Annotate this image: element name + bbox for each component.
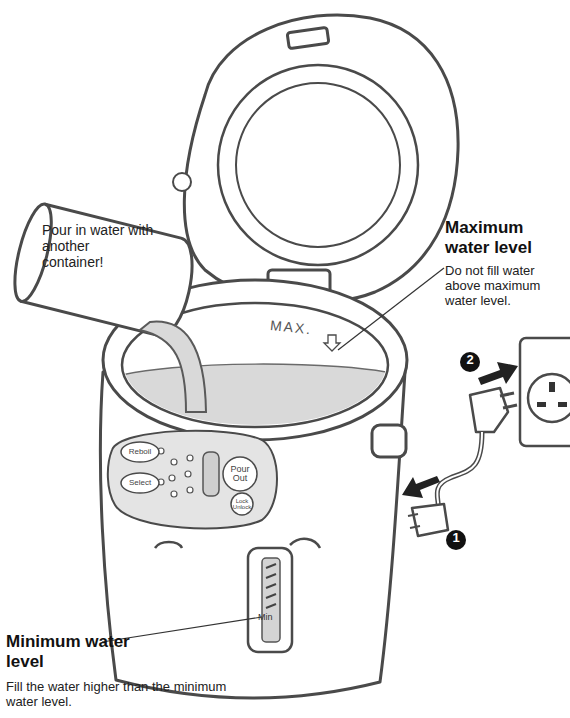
appliance-connector bbox=[412, 504, 448, 536]
callout-circle bbox=[446, 530, 466, 550]
wall-outlet bbox=[520, 338, 570, 446]
button-label: Select bbox=[120, 472, 160, 494]
max-arrow bbox=[324, 335, 340, 351]
lid-knob bbox=[173, 173, 191, 191]
callout-number: 2 bbox=[460, 353, 480, 368]
annotation-text: Maximum water level bbox=[445, 218, 570, 257]
control-button: Select bbox=[120, 472, 160, 494]
callout-number: 1 bbox=[446, 531, 466, 546]
plug-in-arrow bbox=[478, 362, 518, 385]
lid-plate bbox=[218, 65, 418, 265]
button-shape bbox=[121, 473, 159, 493]
control-button: Reboil bbox=[120, 441, 160, 463]
button-label: Reboil bbox=[120, 441, 160, 463]
annotation-text: Minimum water level bbox=[6, 632, 136, 671]
gauge-scale bbox=[262, 558, 280, 642]
annotation-text: Min bbox=[258, 612, 288, 622]
lid bbox=[184, 15, 458, 303]
connector-pins bbox=[408, 514, 420, 528]
plug-pins bbox=[500, 393, 517, 408]
water-stream bbox=[140, 322, 206, 412]
gauge-ticks bbox=[266, 564, 276, 608]
callout-circle bbox=[460, 352, 480, 372]
leader-line bbox=[338, 268, 444, 350]
indicator-lights bbox=[158, 448, 193, 497]
pitcher bbox=[7, 201, 201, 340]
spout bbox=[155, 542, 182, 548]
lid-tab bbox=[287, 27, 329, 48]
button-shape bbox=[231, 493, 253, 515]
button-shape bbox=[223, 457, 257, 491]
power-cord bbox=[437, 432, 482, 508]
annotation-text: Do not fill water above maximum water le… bbox=[445, 264, 565, 309]
control-button: Lock Unlock bbox=[230, 492, 254, 516]
gauge-window bbox=[248, 548, 292, 652]
body-seam bbox=[290, 539, 320, 548]
annotation-text: Pour in water with another container! bbox=[42, 222, 154, 270]
button-shape bbox=[121, 442, 159, 462]
control-panel bbox=[108, 431, 277, 529]
lid-ring bbox=[236, 83, 400, 247]
annotation-text: Fill the water higher than the minimum w… bbox=[6, 680, 236, 710]
water bbox=[110, 364, 400, 440]
side-knob bbox=[372, 425, 406, 457]
socket-slots bbox=[537, 382, 567, 407]
plug-in-arrow bbox=[402, 476, 440, 498]
power-cord-core bbox=[437, 432, 482, 508]
socket bbox=[528, 374, 570, 422]
control-button: Pour Out bbox=[222, 456, 258, 492]
button-label: Lock Unlock bbox=[230, 492, 254, 516]
button-label: Pour Out bbox=[222, 456, 258, 492]
display bbox=[203, 452, 219, 496]
